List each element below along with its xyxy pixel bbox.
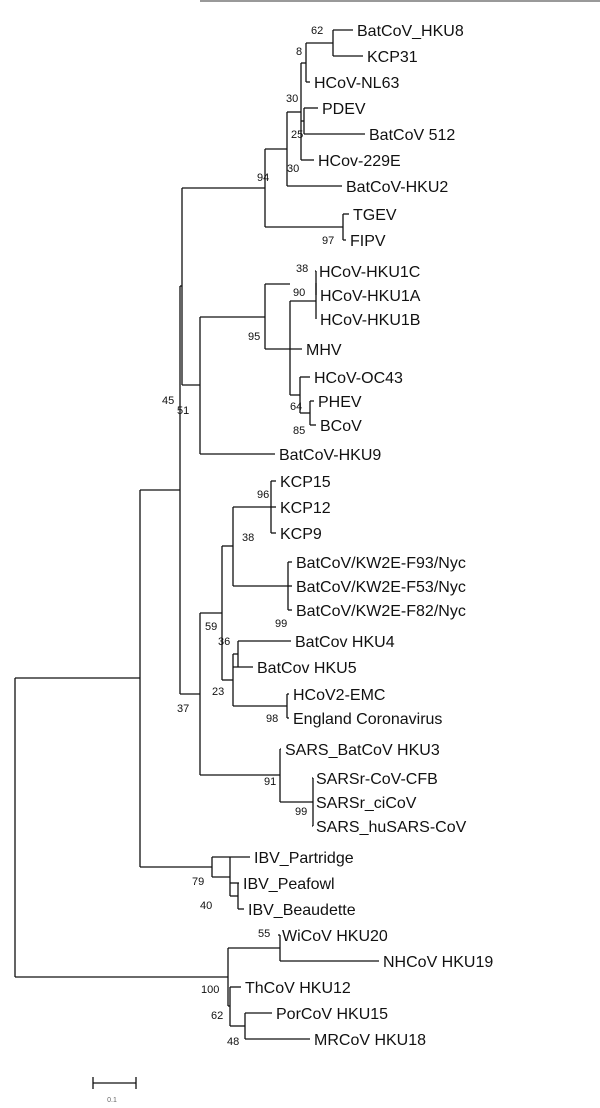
leaf-label-beaudette: IBV_Beaudette (248, 902, 356, 919)
leaf-label-bcov: BCoV (320, 418, 362, 435)
bootstrap-value-b91: 91 (264, 776, 276, 788)
bootstrap-value-b95: 95 (248, 331, 260, 343)
leaf-label-sarsbat: SARS_BatCoV HKU3 (285, 742, 440, 759)
bootstrap-value-b23: 23 (212, 686, 224, 698)
leaf-label-mhv: MHV (306, 342, 342, 359)
bootstrap-value-b98: 98 (266, 713, 278, 725)
tree-branches (14, 29, 379, 1040)
bootstrap-value-b62b: 62 (211, 1010, 223, 1022)
leaf-label-b512: BatCoV 512 (369, 127, 455, 144)
bootstrap-value-b30b: 30 (287, 163, 299, 175)
leaf-label-hku15: PorCoV HKU15 (276, 1006, 388, 1023)
leaf-label-fipv: FIPV (350, 233, 386, 250)
bootstrap-value-b55: 55 (258, 928, 270, 940)
bootstrap-value-b85: 85 (293, 425, 305, 437)
leaf-label-kcp9: KCP9 (280, 526, 322, 543)
bootstrap-value-b99a: 99 (275, 618, 287, 630)
leaf-label-hku1a: HCoV-HKU1A (320, 288, 421, 305)
leaf-label-pdev: PDEV (322, 101, 366, 118)
bootstrap-value-b40: 40 (200, 900, 212, 912)
bootstrap-value-b38b: 38 (242, 532, 254, 544)
leaf-label-tgev: TGEV (353, 207, 397, 224)
leaf-label-f53: BatCoV/KW2E-F53/Nyc (296, 579, 466, 596)
leaf-label-nl63: HCoV-NL63 (314, 75, 399, 92)
leaf-label-hku8: BatCoV_HKU8 (357, 23, 464, 40)
leaf-label-kcp15: KCP15 (280, 474, 331, 491)
leaf-label-hku20: WiCoV HKU20 (282, 928, 388, 945)
bootstrap-value-b64: 64 (290, 401, 302, 413)
bootstrap-value-b96: 96 (257, 489, 269, 501)
leaf-label-partridge: IBV_Partridge (254, 850, 354, 867)
leaf-label-cfb: SARSr-CoV-CFB (316, 771, 438, 788)
bootstrap-value-b90: 90 (293, 287, 305, 299)
leaf-label-oc43: HCoV-OC43 (314, 370, 403, 387)
bootstrap-value-b79: 79 (192, 876, 204, 888)
leaf-label-hku1c: HCoV-HKU1C (319, 264, 420, 281)
leaf-label-kcp31: KCP31 (367, 49, 418, 66)
leaf-label-hku18: MRCoV HKU18 (314, 1032, 426, 1049)
leaf-label-england: England Coronavirus (293, 711, 442, 728)
bootstrap-value-b8: 8 (296, 46, 302, 58)
leaf-label-cicov: SARSr_ciCoV (316, 795, 417, 812)
scale-bar-label: 0.1 (107, 1097, 117, 1104)
leaf-label-phev: PHEV (318, 394, 362, 411)
leaf-label-husars: SARS_huSARS-CoV (316, 819, 467, 836)
bootstrap-value-b94: 94 (257, 172, 269, 184)
bootstrap-value-b30a: 30 (286, 93, 298, 105)
bootstrap-value-b51: 51 (177, 405, 189, 417)
leaf-label-229e: HCov-229E (318, 153, 401, 170)
leaf-label-f93: BatCoV/KW2E-F93/Nyc (296, 555, 466, 572)
leaf-label-hku5: BatCov HKU5 (257, 660, 357, 677)
leaf-label-f82: BatCoV/KW2E-F82/Nyc (296, 603, 466, 620)
bootstrap-value-b62: 62 (311, 25, 323, 37)
bootstrap-value-b99b: 99 (295, 806, 307, 818)
bootstrap-value-b38a: 38 (296, 263, 308, 275)
bootstrap-value-b36: 36 (218, 636, 230, 648)
leaf-label-hku2: BatCoV-HKU2 (346, 179, 448, 196)
leaf-label-kcp12: KCP12 (280, 500, 331, 517)
bootstrap-value-b97: 97 (322, 235, 334, 247)
leaf-label-hku9: BatCoV-HKU9 (279, 447, 381, 464)
scale-bar: 0.1 (92, 1077, 137, 1104)
bootstrap-value-b48: 48 (227, 1036, 239, 1048)
leaf-label-emc: HCoV2-EMC (293, 687, 385, 704)
leaf-label-hku1b: HCoV-HKU1B (320, 312, 420, 329)
bootstrap-value-b25: 25 (291, 129, 303, 141)
bootstrap-value-b100: 100 (201, 984, 219, 996)
leaf-label-peafowl: IBV_Peafowl (243, 876, 335, 893)
leaf-label-hku19: NHCoV HKU19 (383, 954, 493, 971)
bootstrap-value-b59: 59 (205, 621, 217, 633)
leaf-label-hku4: BatCov HKU4 (295, 634, 395, 651)
bootstrap-value-b45: 45 (162, 395, 174, 407)
bootstrap-value-b37: 37 (177, 703, 189, 715)
leaf-label-hku12: ThCoV HKU12 (245, 980, 351, 997)
